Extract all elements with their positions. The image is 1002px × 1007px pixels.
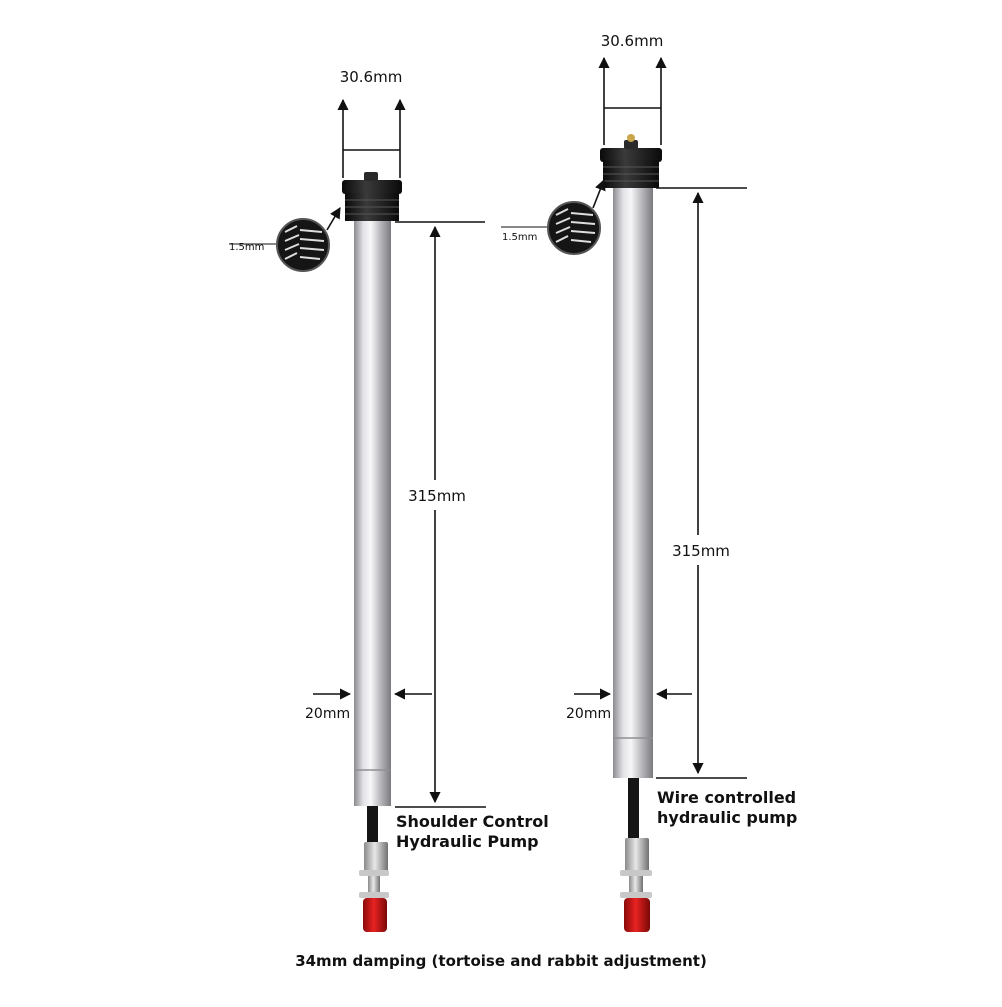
left-width-label: 30.6mm xyxy=(340,68,403,86)
right-red-adjust-knob xyxy=(624,898,650,932)
left-thread-magnifier-icon xyxy=(276,207,341,272)
left-pump-label-line1: Shoulder Control xyxy=(396,812,549,831)
left-assembly: 30.6mm 1.5mm xyxy=(229,68,486,932)
right-width-label: 30.6mm xyxy=(601,32,664,50)
left-hydraulic-pump xyxy=(359,806,389,932)
right-length-dimension xyxy=(656,187,747,779)
right-assembly: 30.6mm 1.5mm xyxy=(501,32,747,932)
left-length-dimension xyxy=(395,221,486,808)
left-diameter-label: 20mm xyxy=(305,706,350,722)
left-thread-label: 1.5mm xyxy=(229,242,264,253)
right-pump-label-line2: hydraulic pump xyxy=(657,808,798,827)
right-top-cap xyxy=(600,134,662,188)
left-pump-label-line2: Hydraulic Pump xyxy=(396,832,539,851)
left-length-label: 315mm xyxy=(408,487,466,505)
caption: 34mm damping (tortoise and rabbit adjust… xyxy=(295,952,707,970)
right-pump-label: Wire controlled hydraulic pump xyxy=(657,788,797,828)
left-red-adjust-knob xyxy=(363,898,387,932)
right-tube xyxy=(613,188,653,778)
right-diameter-label: 20mm xyxy=(566,706,611,722)
left-pump-label: Shoulder Control Hydraulic Pump xyxy=(396,812,549,852)
left-tube xyxy=(354,221,391,806)
left-width-dimension xyxy=(337,98,406,178)
right-length-label: 315mm xyxy=(672,542,730,560)
right-thread-magnifier-icon xyxy=(547,178,606,255)
right-thread-label: 1.5mm xyxy=(502,232,537,243)
left-top-cap xyxy=(342,172,402,221)
right-width-dimension xyxy=(598,56,667,145)
right-hydraulic-pump xyxy=(620,778,652,932)
right-pump-label-line1: Wire controlled xyxy=(657,788,797,807)
